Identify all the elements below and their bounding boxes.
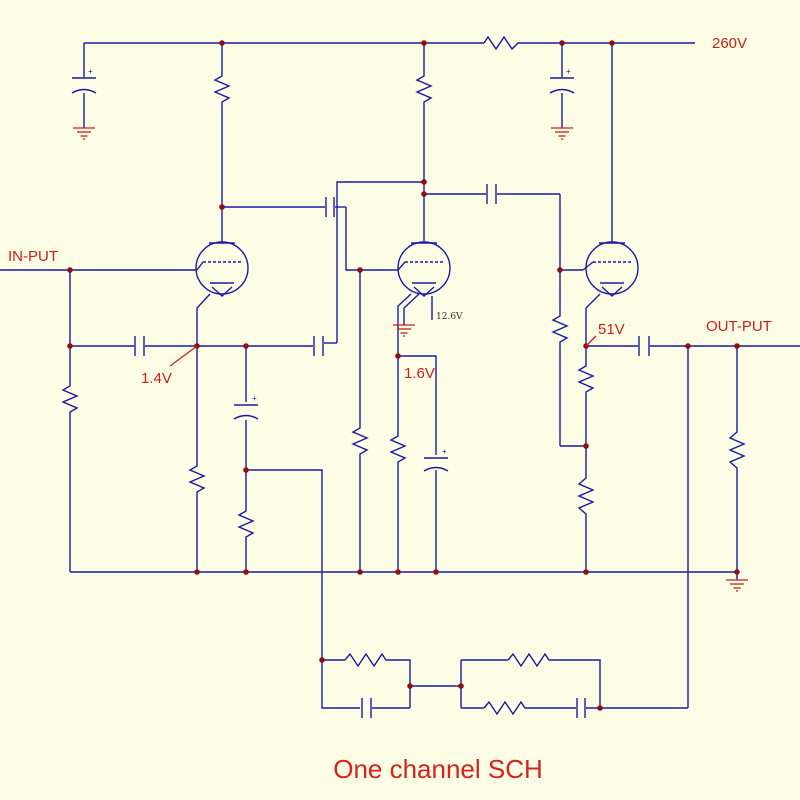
resistor-supply bbox=[483, 35, 522, 51]
resistor-fb1 bbox=[344, 652, 390, 668]
heater-voltage-label: 12.6V bbox=[436, 312, 463, 322]
resistor-v1-plate bbox=[213, 70, 231, 110]
diagram-title: One channel SCH bbox=[333, 754, 543, 784]
ground-icon bbox=[550, 127, 574, 140]
ground-icon bbox=[725, 579, 749, 592]
ground-icon bbox=[392, 324, 416, 337]
svg-text:+: + bbox=[442, 447, 447, 456]
tube-v1 bbox=[195, 241, 249, 297]
resistor-v2-plate bbox=[415, 70, 433, 110]
cap-v2-bypass: + bbox=[423, 447, 449, 472]
stage2-voltage-label: 1.6V bbox=[404, 365, 435, 382]
resistor-v1-bypass bbox=[237, 505, 255, 545]
svg-text:+: + bbox=[566, 67, 571, 76]
cap-fb-1 bbox=[361, 698, 372, 718]
cap-coupling-v1-v2 bbox=[325, 197, 335, 217]
tube-v2 bbox=[397, 241, 451, 297]
svg-text:+: + bbox=[252, 394, 257, 403]
capacitors: + + bbox=[71, 67, 650, 718]
resistor-v2-cathode bbox=[389, 430, 407, 470]
cap-filter-1: + bbox=[71, 67, 97, 94]
stage1-voltage-label: 1.4V bbox=[141, 370, 172, 387]
resistor-v3-grid bbox=[551, 310, 569, 350]
label-leaders bbox=[169, 335, 597, 367]
wires bbox=[0, 42, 800, 709]
svg-text:+: + bbox=[88, 67, 93, 76]
stage3-voltage-label: 51V bbox=[598, 321, 625, 338]
resistor-fb2 bbox=[507, 652, 553, 668]
ground-icon bbox=[72, 127, 96, 140]
tubes bbox=[195, 241, 639, 297]
cap-coupling-v2-v3 bbox=[486, 184, 497, 204]
resistor-v3-cathode-top bbox=[577, 360, 595, 400]
junctions bbox=[67, 40, 740, 711]
resistors bbox=[61, 35, 746, 716]
cap-filter-2: + bbox=[549, 67, 575, 94]
input-label: IN-PUT bbox=[8, 248, 58, 265]
supply-voltage-label: 260V bbox=[712, 35, 747, 52]
cap-feedback-row bbox=[313, 336, 324, 356]
resistor-fb3 bbox=[483, 700, 528, 716]
cap-input-row bbox=[134, 336, 145, 356]
cap-fb-2 bbox=[576, 698, 586, 718]
cap-v1-bypass: + bbox=[233, 394, 259, 420]
tube-v3 bbox=[582, 241, 639, 297]
resistor-output-load bbox=[728, 425, 746, 475]
resistor-v1-cathode bbox=[188, 460, 206, 500]
ground-symbols bbox=[72, 127, 749, 592]
resistor-input bbox=[61, 380, 79, 420]
resistor-v3-cathode-bottom bbox=[577, 470, 595, 520]
output-label: OUT-PUT bbox=[706, 318, 772, 335]
cap-output bbox=[638, 336, 650, 356]
resistor-v2-grid bbox=[351, 420, 369, 465]
